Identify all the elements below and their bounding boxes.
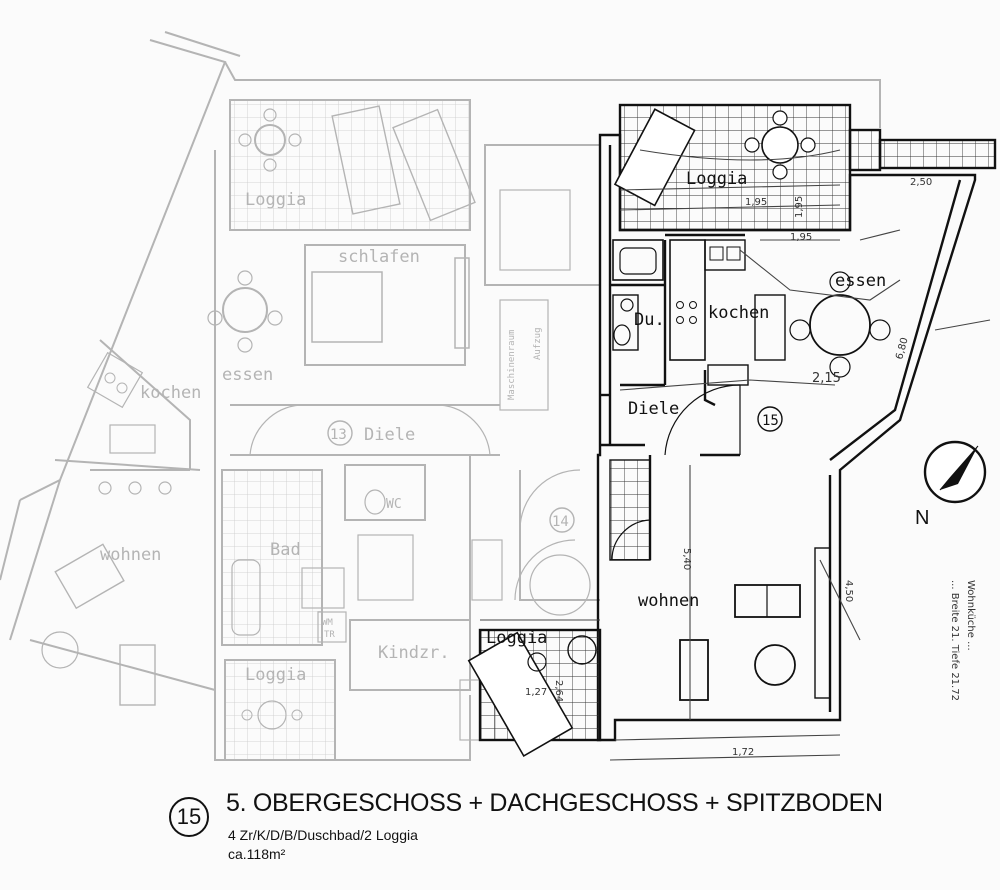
dim-8: 4,50 [843, 580, 854, 602]
unit-14-marker [549, 507, 575, 533]
caption-unit-badge: 15 [169, 797, 209, 837]
dim-2: 1,95 [790, 232, 812, 243]
north-compass [923, 440, 987, 504]
label-loggia-left: Loggia [245, 190, 306, 210]
faded-neighbour-units [0, 31, 881, 761]
note-2: ... Breite 21. Tiefe 21.72 [949, 580, 960, 701]
label-wc: WC [386, 497, 402, 512]
caption-unit-number: 15 [176, 804, 202, 829]
dim-7: 5,40 [681, 548, 692, 570]
label-essen-right: essen [835, 271, 886, 291]
label-loggia-lower-left: Loggia [245, 665, 306, 685]
label-kindzr: Kindzr. [378, 643, 450, 663]
dim-3: 1,95 [794, 196, 805, 218]
caption-title: 5. OBERGESCHOSS + DACHGESCHOSS + SPITZBO… [226, 789, 883, 817]
note-1: Wohnküche ... [965, 580, 976, 651]
label-essen-left: essen [222, 365, 273, 385]
label-loggia-top: Loggia [686, 169, 747, 189]
label-wohnen-right: wohnen [638, 591, 699, 611]
label-aufzug: Aufzug [533, 327, 543, 360]
caption-rooms: 4 Zr/K/D/B/Duschbad/2 Loggia [228, 827, 418, 843]
label-du: Du. [634, 310, 665, 330]
handwritten-sketch [480, 149, 991, 761]
label-wohnen-left: wohnen [100, 545, 161, 565]
label-kochen-left: kochen [140, 383, 201, 403]
label-unit-13: 13 [330, 427, 347, 443]
label-diele-13: Diele [364, 425, 415, 445]
unit-13-marker [327, 420, 353, 446]
label-north: N [915, 507, 929, 529]
dim-5: 6,80 [894, 336, 910, 360]
label-wm: WM [322, 618, 333, 628]
dim-4: 2,50 [910, 177, 932, 188]
dim-6: 2,15 [812, 371, 841, 386]
label-schlafen: schlafen [338, 247, 420, 267]
dim-1: 1,95 [745, 197, 767, 208]
dim-9: 2,64 [553, 680, 564, 702]
dim-11: 1,72 [732, 747, 754, 758]
label-bad: Bad [270, 540, 301, 560]
label-diele-15: Diele [628, 399, 679, 419]
caption-area: ca.118m² [228, 846, 286, 862]
label-maschinenraum: Maschinenraum [507, 330, 517, 400]
unit-15-plan [467, 103, 997, 758]
label-kochen-right: kochen [708, 303, 769, 323]
label-unit-15: 15 [762, 413, 779, 429]
label-tr: TR [324, 630, 335, 640]
label-loggia-lower: Loggia [486, 628, 547, 648]
label-unit-14: 14 [552, 514, 569, 530]
dim-10: 1,27 [525, 687, 547, 698]
